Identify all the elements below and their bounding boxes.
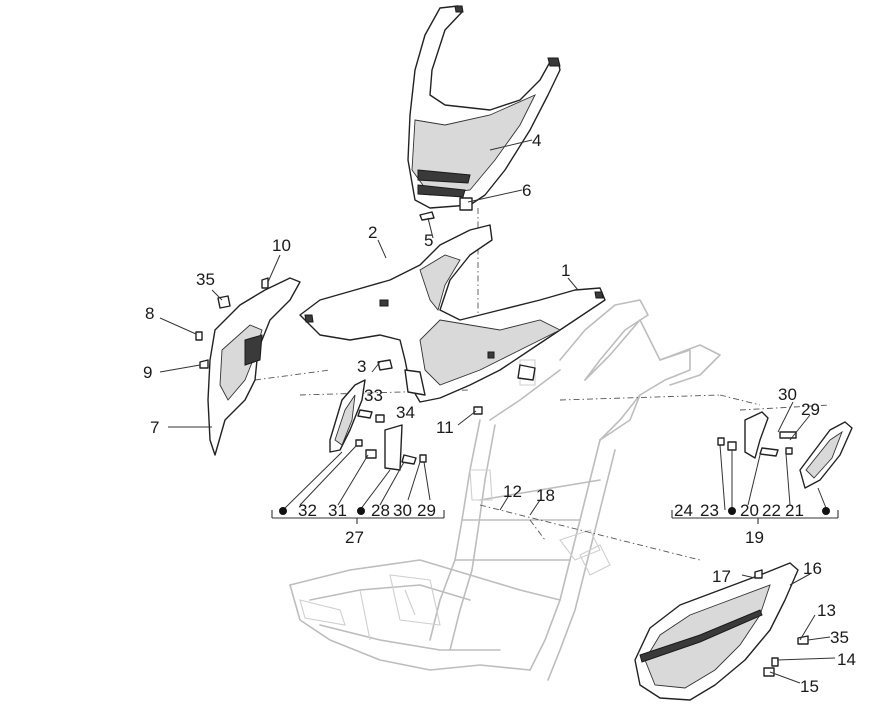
callout-1: 1 (561, 261, 570, 280)
callout-15: 15 (800, 677, 819, 696)
callout-6: 6 (522, 181, 531, 200)
callout-24: 24 (674, 501, 693, 520)
callout-26: 30 (778, 385, 797, 404)
callout-35-right: 35 (830, 628, 849, 647)
callout-25: 29 (801, 400, 820, 419)
leader-lines (159, 139, 836, 684)
callout-11: 11 (436, 418, 454, 437)
callout-34: 34 (396, 403, 415, 422)
callout-2: 2 (368, 223, 377, 242)
callout-14: 14 (837, 650, 856, 669)
callout-29: 29 (417, 501, 436, 520)
callout-30: 30 (393, 501, 412, 520)
scooter-frame (289, 299, 721, 681)
callout-17: 17 (712, 567, 731, 586)
callout-5: 5 (424, 231, 433, 250)
callout-18: 18 (536, 486, 555, 505)
part-right-side-panel (634, 562, 809, 701)
callout-4: 4 (532, 131, 541, 150)
callout-19: 19 (745, 528, 764, 547)
callout-8: 8 (145, 304, 154, 323)
callout-32: 32 (298, 501, 317, 520)
callout-7: 7 (150, 418, 159, 437)
callout-labels: 4 6 5 2 1 10 35 8 9 7 3 33 34 11 32 31 2… (143, 131, 856, 696)
callout-3: 3 (357, 357, 366, 376)
part-left-side-panel (195, 277, 301, 456)
callout-31: 31 (328, 501, 347, 520)
callout-28: 28 (371, 501, 390, 520)
callout-13: 13 (817, 601, 836, 620)
group-bracket-right (671, 507, 839, 524)
part-footboard (299, 224, 606, 403)
callout-27: 27 (345, 528, 364, 547)
callout-20: 20 (740, 501, 759, 520)
callout-10: 10 (272, 236, 291, 255)
callout-22: 22 (762, 501, 781, 520)
group-bracket-left (271, 507, 445, 524)
callout-12: 12 (503, 482, 522, 501)
part-right-footrest (717, 411, 853, 489)
callout-35-left: 35 (196, 270, 215, 289)
callout-33: 33 (364, 386, 383, 405)
callout-9: 9 (143, 363, 152, 382)
callout-23: 23 (700, 501, 719, 520)
part-front-cover (407, 5, 561, 221)
callout-16: 16 (803, 559, 822, 578)
callout-21: 21 (785, 501, 804, 520)
